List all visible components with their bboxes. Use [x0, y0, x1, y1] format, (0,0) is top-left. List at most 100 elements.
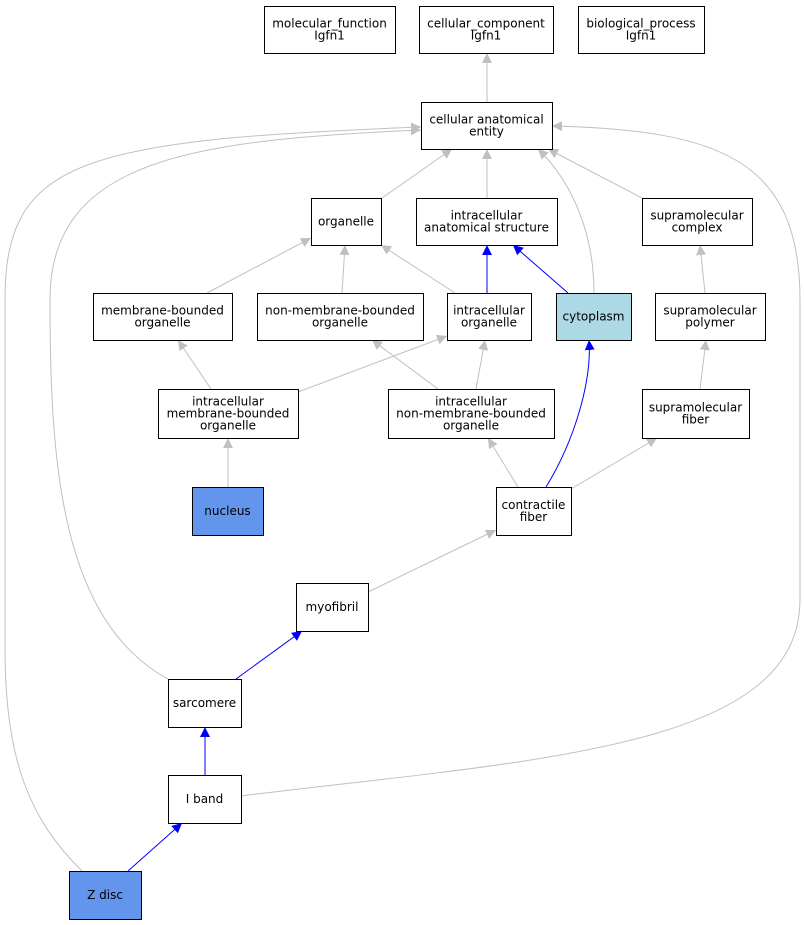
edge-is-a-contractile-fiber-to-supramolecular-fiber [570, 437, 658, 490]
edge-is-a-sarcomere-to-cellular-anatomical-entity [49, 125, 422, 680]
node-box-supramolecular-complex [642, 198, 753, 246]
edge-is-a-z-disc-to-cellular-anatomical-entity [4, 122, 422, 872]
node-label-supramolecular-complex-line-2: complex [672, 221, 723, 235]
node-myofibril[interactable]: myofibril [296, 583, 369, 632]
edge-is-a-membrane-bounded-organelle-to-organelle [206, 237, 312, 294]
node-label-supramolecular-polymer-line-1: supramolecular [663, 304, 756, 318]
node-label-cellular-component-line-1: cellular_component [427, 17, 545, 31]
node-label-contractile-fiber-line-1: contractile [502, 498, 566, 512]
node-label-biological-process-line-1: biological_process [586, 17, 695, 31]
node-box-contractile-fiber [496, 487, 572, 536]
edge-is-a-organelle-to-cellular-anatomical-entity [381, 148, 453, 199]
node-nucleus[interactable]: nucleus [192, 487, 264, 536]
node-label-cellular-anatomical-entity-line-1: cellular anatomical [429, 113, 543, 127]
node-label-non-membrane-bounded-organelle-line-1: non-membrane-bounded [265, 304, 415, 318]
node-label-non-membrane-bounded-organelle-line-2: organelle [312, 316, 368, 330]
node-label-contractile-fiber-line-2: fiber [520, 510, 548, 524]
node-label-membrane-bounded-organelle-line-1: membrane-bounded [101, 304, 224, 318]
node-box-myofibril [296, 583, 369, 632]
node-z-disc[interactable]: Z disc [69, 871, 142, 920]
node-label-supramolecular-complex-line-1: supramolecular [650, 209, 743, 223]
edge-is-a-supramolecular-polymer-to-supramolecular-complex [696, 244, 707, 294]
edge-is-a-cytoplasm-to-cellular-anatomical-entity [537, 148, 595, 294]
node-box-nucleus [192, 487, 264, 536]
node-label-cytoplasm-line-1: cytoplasm [563, 310, 625, 324]
node-box-cellular-component [419, 6, 554, 54]
node-box-sarcomere [168, 679, 242, 728]
node-box-supramolecular-polymer [655, 293, 766, 341]
node-label-intracellular-organelle-line-1: intracellular [453, 304, 525, 318]
edge-is-a-intracellular-non-membrane-bounded-organelle-to-non-membrane-bounded-organelle [371, 339, 439, 390]
node-label-intracellular-membrane-bounded-organelle-line-2: membrane-bounded [167, 407, 290, 421]
node-label-i-band-line-1: I band [186, 792, 224, 806]
node-box-intracellular-organelle [447, 293, 532, 341]
node-label-sarcomere-line-1: sarcomere [173, 696, 236, 710]
node-label-biological-process-line-2: Igfn1 [626, 29, 657, 43]
node-box-z-disc [69, 871, 142, 920]
node-label-intracellular-anatomical-structure-line-2: anatomical structure [424, 221, 549, 235]
node-label-z-disc-line-1: Z disc [87, 888, 123, 902]
node-label-molecular-function-line-1: molecular_function [272, 17, 387, 31]
node-label-organelle-line-1: organelle [318, 215, 374, 229]
node-box-non-membrane-bounded-organelle [257, 293, 424, 341]
node-label-molecular-function-line-2: Igfn1 [314, 29, 345, 43]
node-label-cellular-component-line-2: Igfn1 [471, 29, 502, 43]
node-box-organelle [311, 198, 382, 246]
node-label-nucleus-line-1: nucleus [204, 504, 250, 518]
edge-part-of-sarcomere-to-myofibril [235, 630, 303, 680]
edge-is-a-intracellular-membrane-bounded-organelle-to-membrane-bounded-organelle [177, 339, 212, 390]
edge-is-a-supramolecular-complex-to-cellular-anatomical-entity [547, 148, 643, 199]
node-label-supramolecular-fiber-line-1: supramolecular [649, 401, 742, 415]
node-box-intracellular-anatomical-structure [416, 198, 558, 246]
edge-part-of-cytoplasm-to-intracellular-anatomical-structure [512, 244, 569, 294]
node-label-intracellular-membrane-bounded-organelle-line-1: intracellular [192, 395, 264, 409]
nodes-layer: molecular_functionIgfn1cellular_componen… [69, 6, 766, 920]
node-intracellular-non-membrane-bounded-organelle[interactable]: intracellularnon-membrane-boundedorganel… [388, 389, 555, 439]
node-box-biological-process [578, 6, 705, 54]
node-box-i-band [168, 775, 242, 824]
node-label-cellular-anatomical-entity-line-2: entity [469, 125, 504, 139]
node-label-intracellular-non-membrane-bounded-organelle-line-1: intracellular [435, 395, 507, 409]
edge-is-a-i-band-to-cellular-anatomical-entity [240, 121, 801, 797]
node-box-membrane-bounded-organelle [93, 293, 233, 341]
node-i-band[interactable]: I band [168, 775, 242, 824]
edges-layer [4, 53, 801, 872]
node-label-intracellular-non-membrane-bounded-organelle-line-2: non-membrane-bounded [396, 407, 546, 421]
node-box-supramolecular-fiber [642, 389, 750, 439]
node-label-intracellular-organelle-line-2: organelle [461, 316, 517, 330]
node-box-cellular-anatomical-entity [421, 102, 553, 150]
node-box-cytoplasm [556, 293, 632, 341]
edge-is-a-non-membrane-bounded-organelle-to-organelle [339, 244, 350, 294]
edge-is-a-intracellular-organelle-to-organelle [380, 244, 456, 294]
node-cytoplasm[interactable]: cytoplasm [556, 293, 632, 341]
node-label-intracellular-membrane-bounded-organelle-line-3: organelle [200, 419, 256, 433]
edge-is-a-supramolecular-fiber-to-supramolecular-polymer [699, 339, 710, 390]
node-label-supramolecular-fiber-line-2: fiber [682, 413, 710, 427]
node-label-intracellular-non-membrane-bounded-organelle-line-3: organelle [443, 419, 499, 433]
node-sarcomere[interactable]: sarcomere [168, 679, 242, 728]
node-box-intracellular-non-membrane-bounded-organelle [388, 389, 555, 439]
node-label-supramolecular-polymer-line-2: polymer [685, 316, 734, 330]
node-label-myofibril-line-1: myofibril [306, 600, 359, 614]
edge-is-a-contractile-fiber-to-intracellular-non-membrane-bounded-organelle [487, 437, 519, 488]
node-box-intracellular-membrane-bounded-organelle [158, 389, 299, 439]
node-label-intracellular-anatomical-structure-line-1: intracellular [451, 209, 523, 223]
node-organelle[interactable]: organelle [311, 198, 382, 246]
node-box-molecular-function [264, 6, 396, 54]
edge-is-a-intracellular-non-membrane-bounded-organelle-to-intracellular-organelle [475, 339, 489, 390]
edge-part-of-z-disc-to-i-band [127, 822, 183, 872]
